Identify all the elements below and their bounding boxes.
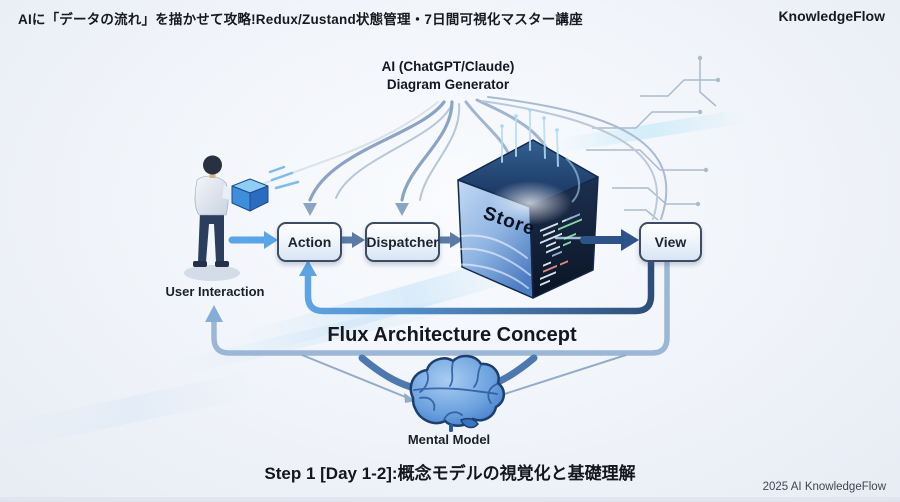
- store-cube: [449, 108, 599, 299]
- mental-model-label: Mental Model: [407, 432, 491, 447]
- feedback-loop-view-to-action: [299, 258, 655, 315]
- brand-logo-text: KnowledgeFlow: [778, 8, 885, 24]
- bottom-edge-strip: [0, 497, 900, 502]
- feedback-loop-view-to-user: [205, 258, 670, 356]
- concept-title: Flux Architecture Concept: [327, 324, 577, 346]
- flow-arrows: [228, 231, 463, 249]
- page-title: AIに「データの流れ」を描かせて攻略!Redux/Zustand状態管理・7日間…: [18, 12, 583, 27]
- node-dispatcher: Dispatcher: [365, 222, 440, 262]
- ai-generator-label: AI (ChatGPT/Claude) Diagram Generator: [328, 58, 568, 93]
- person-figure: [184, 155, 246, 281]
- user-interaction-label: User Interaction: [165, 284, 265, 299]
- step-caption: Step 1 [Day 1-2]:概念モデルの視覚化と基礎理解: [264, 464, 636, 483]
- brain-icon: [409, 354, 505, 432]
- node-view: View: [639, 222, 702, 262]
- store-to-view-arrow: [554, 229, 639, 251]
- credit-text: 2025 AI KnowledgeFlow: [762, 481, 886, 493]
- data-package-cube: [231, 165, 300, 212]
- node-action: Action: [277, 222, 342, 262]
- circuit-traces: [586, 55, 721, 221]
- code-lines: [540, 213, 582, 286]
- ai-generator-line2: Diagram Generator: [386, 76, 510, 92]
- ai-generator-line1: AI (ChatGPT/Claude): [381, 59, 515, 74]
